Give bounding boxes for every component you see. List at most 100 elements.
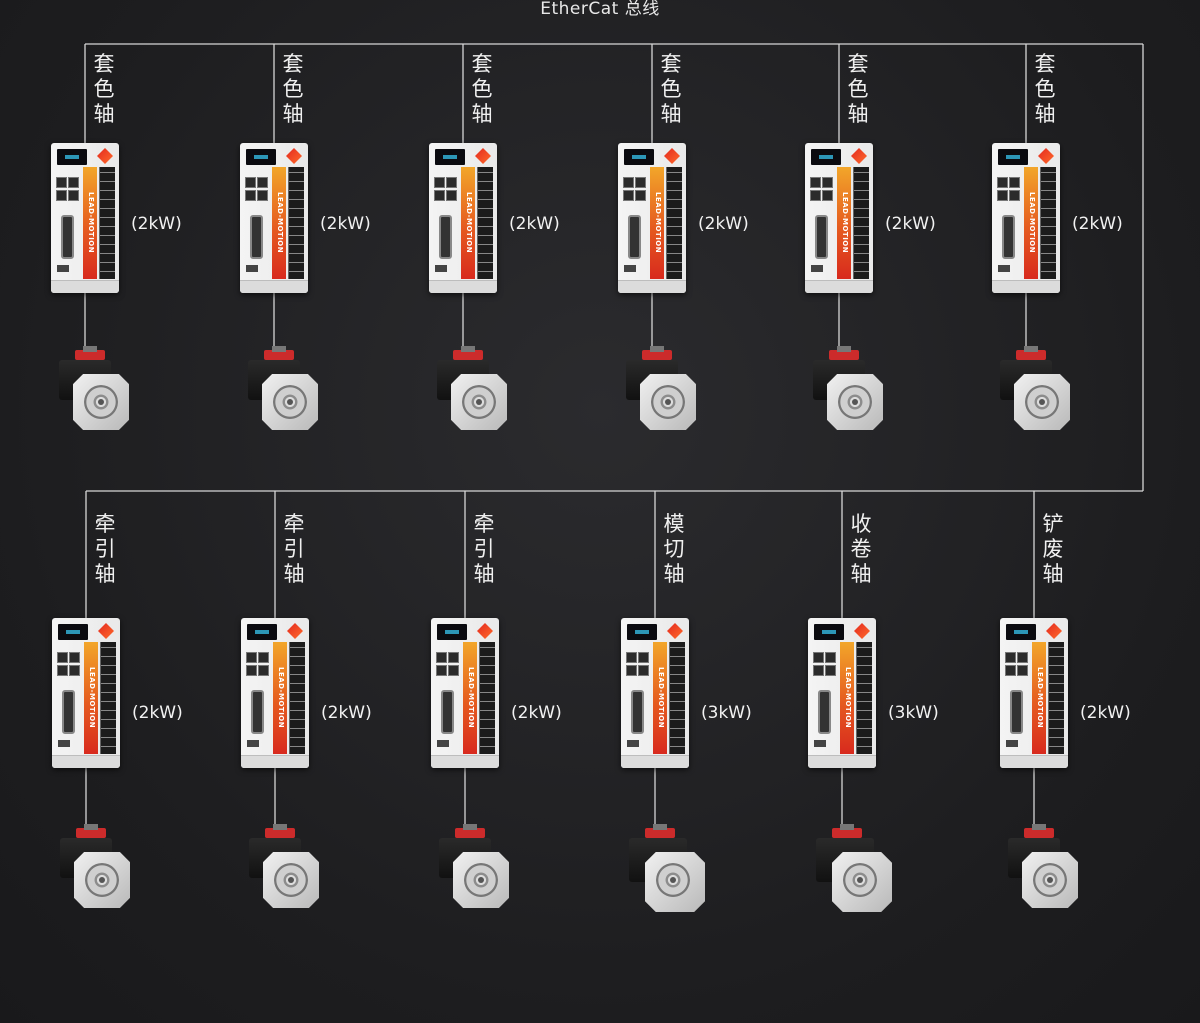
power-rating: (2kW) [509,214,560,234]
motor-flange [1022,852,1078,908]
terminal-block [669,642,685,754]
rj45-port-icon [68,190,79,201]
usb-port-icon [435,265,447,272]
axis-label-char: 色 [471,77,493,101]
servo-drive: LEAD-MOTION [621,618,689,768]
ethercat-ports [56,177,79,201]
servo-motor-icon [1004,824,1080,912]
motor-connector [1024,824,1054,838]
axis-label-char: 套 [660,52,682,76]
drive-display [624,149,654,165]
drive-foot [240,280,308,293]
drive-foot [808,755,876,768]
drive-brand-text: LEAD-MOTION [1028,192,1036,254]
db-connector-icon [818,690,831,734]
drive-brand-text: LEAD-MOTION [87,192,95,254]
drive-brand-text: LEAD-MOTION [88,667,96,729]
brand-stripe: LEAD-MOTION [272,167,286,279]
drive-foot [992,280,1060,293]
drive-brand-text: LEAD-MOTION [657,667,665,729]
drive-foot [241,755,309,768]
terminal-block [288,167,304,279]
servo-motor-icon [812,824,892,912]
drive-brand-text: LEAD-MOTION [465,192,473,254]
axis-label-char: 废 [1042,537,1064,561]
motor-flange [262,374,318,430]
axis-label: 铲废轴 [1038,512,1068,587]
ethercat-ports [810,177,833,201]
brand-logo-icon [287,623,303,639]
ethercat-ports [246,652,269,676]
brand-stripe: LEAD-MOTION [461,167,475,279]
db-connector-icon [251,690,264,734]
drive-display [627,624,657,640]
motor-connector [829,346,859,360]
axis-label: 套色轴 [1030,52,1060,127]
servo-motor-icon [56,824,132,912]
rj45-port-icon [245,190,256,201]
drive-display [1006,624,1036,640]
drive-display [435,149,465,165]
brand-stripe: LEAD-MOTION [1032,642,1046,754]
ethercat-ports [1005,652,1028,676]
terminal-block [666,167,682,279]
terminal-block [99,167,115,279]
brand-stripe: LEAD-MOTION [1024,167,1038,279]
power-rating: (3kW) [701,703,752,723]
rj45-port-icon [810,177,821,188]
axis-label-char: 轴 [471,102,493,126]
axis-label-char: 色 [1034,77,1056,101]
rj45-port-icon [436,665,447,676]
db-connector-icon [631,690,644,734]
db-connector-icon [439,215,452,259]
brand-logo-icon [477,623,493,639]
axis-label-char: 模 [663,512,685,536]
servo-motor-icon [996,346,1072,434]
motor-flange [1014,374,1070,430]
terminal-block [1048,642,1064,754]
axis-label-char: 色 [282,77,304,101]
power-rating: (2kW) [320,214,371,234]
power-rating: (2kW) [1072,214,1123,234]
usb-port-icon [246,265,258,272]
axis-label-char: 引 [283,537,305,561]
axis-label-char: 套 [1034,52,1056,76]
rj45-port-icon [1005,652,1016,663]
rj45-port-icon [446,177,457,188]
drive-foot [618,280,686,293]
servo-drive: LEAD-MOTION [51,143,119,293]
rj45-port-icon [635,190,646,201]
axis-label-char: 轴 [847,102,869,126]
servo-drive: LEAD-MOTION [1000,618,1068,768]
rj45-port-icon [635,177,646,188]
servo-drive: LEAD-MOTION [431,618,499,768]
motor-flange [453,852,509,908]
ethercat-ports [997,177,1020,201]
rj45-port-icon [434,190,445,201]
rj45-port-icon [1005,665,1016,676]
rj45-port-icon [69,665,80,676]
usb-port-icon [437,740,449,747]
rj45-port-icon [1009,177,1020,188]
brand-stripe: LEAD-MOTION [463,642,477,754]
servo-drive: LEAD-MOTION [992,143,1060,293]
motor-connector [264,346,294,360]
drive-display [246,149,276,165]
motor-flange [645,852,705,912]
rj45-port-icon [813,652,824,663]
servo-motor-icon [244,346,320,434]
rj45-port-icon [997,190,1008,201]
axis-label-char: 轴 [283,562,305,586]
terminal-block [1040,167,1056,279]
db-connector-icon [1010,690,1023,734]
motor-flange [74,852,130,908]
terminal-block [856,642,872,754]
brand-stripe: LEAD-MOTION [653,642,667,754]
rj45-port-icon [822,177,833,188]
axis-label-char: 牵 [94,512,116,536]
rj45-port-icon [626,652,637,663]
terminal-block [479,642,495,754]
brand-stripe: LEAD-MOTION [840,642,854,754]
axis-label: 牵引轴 [279,512,309,587]
